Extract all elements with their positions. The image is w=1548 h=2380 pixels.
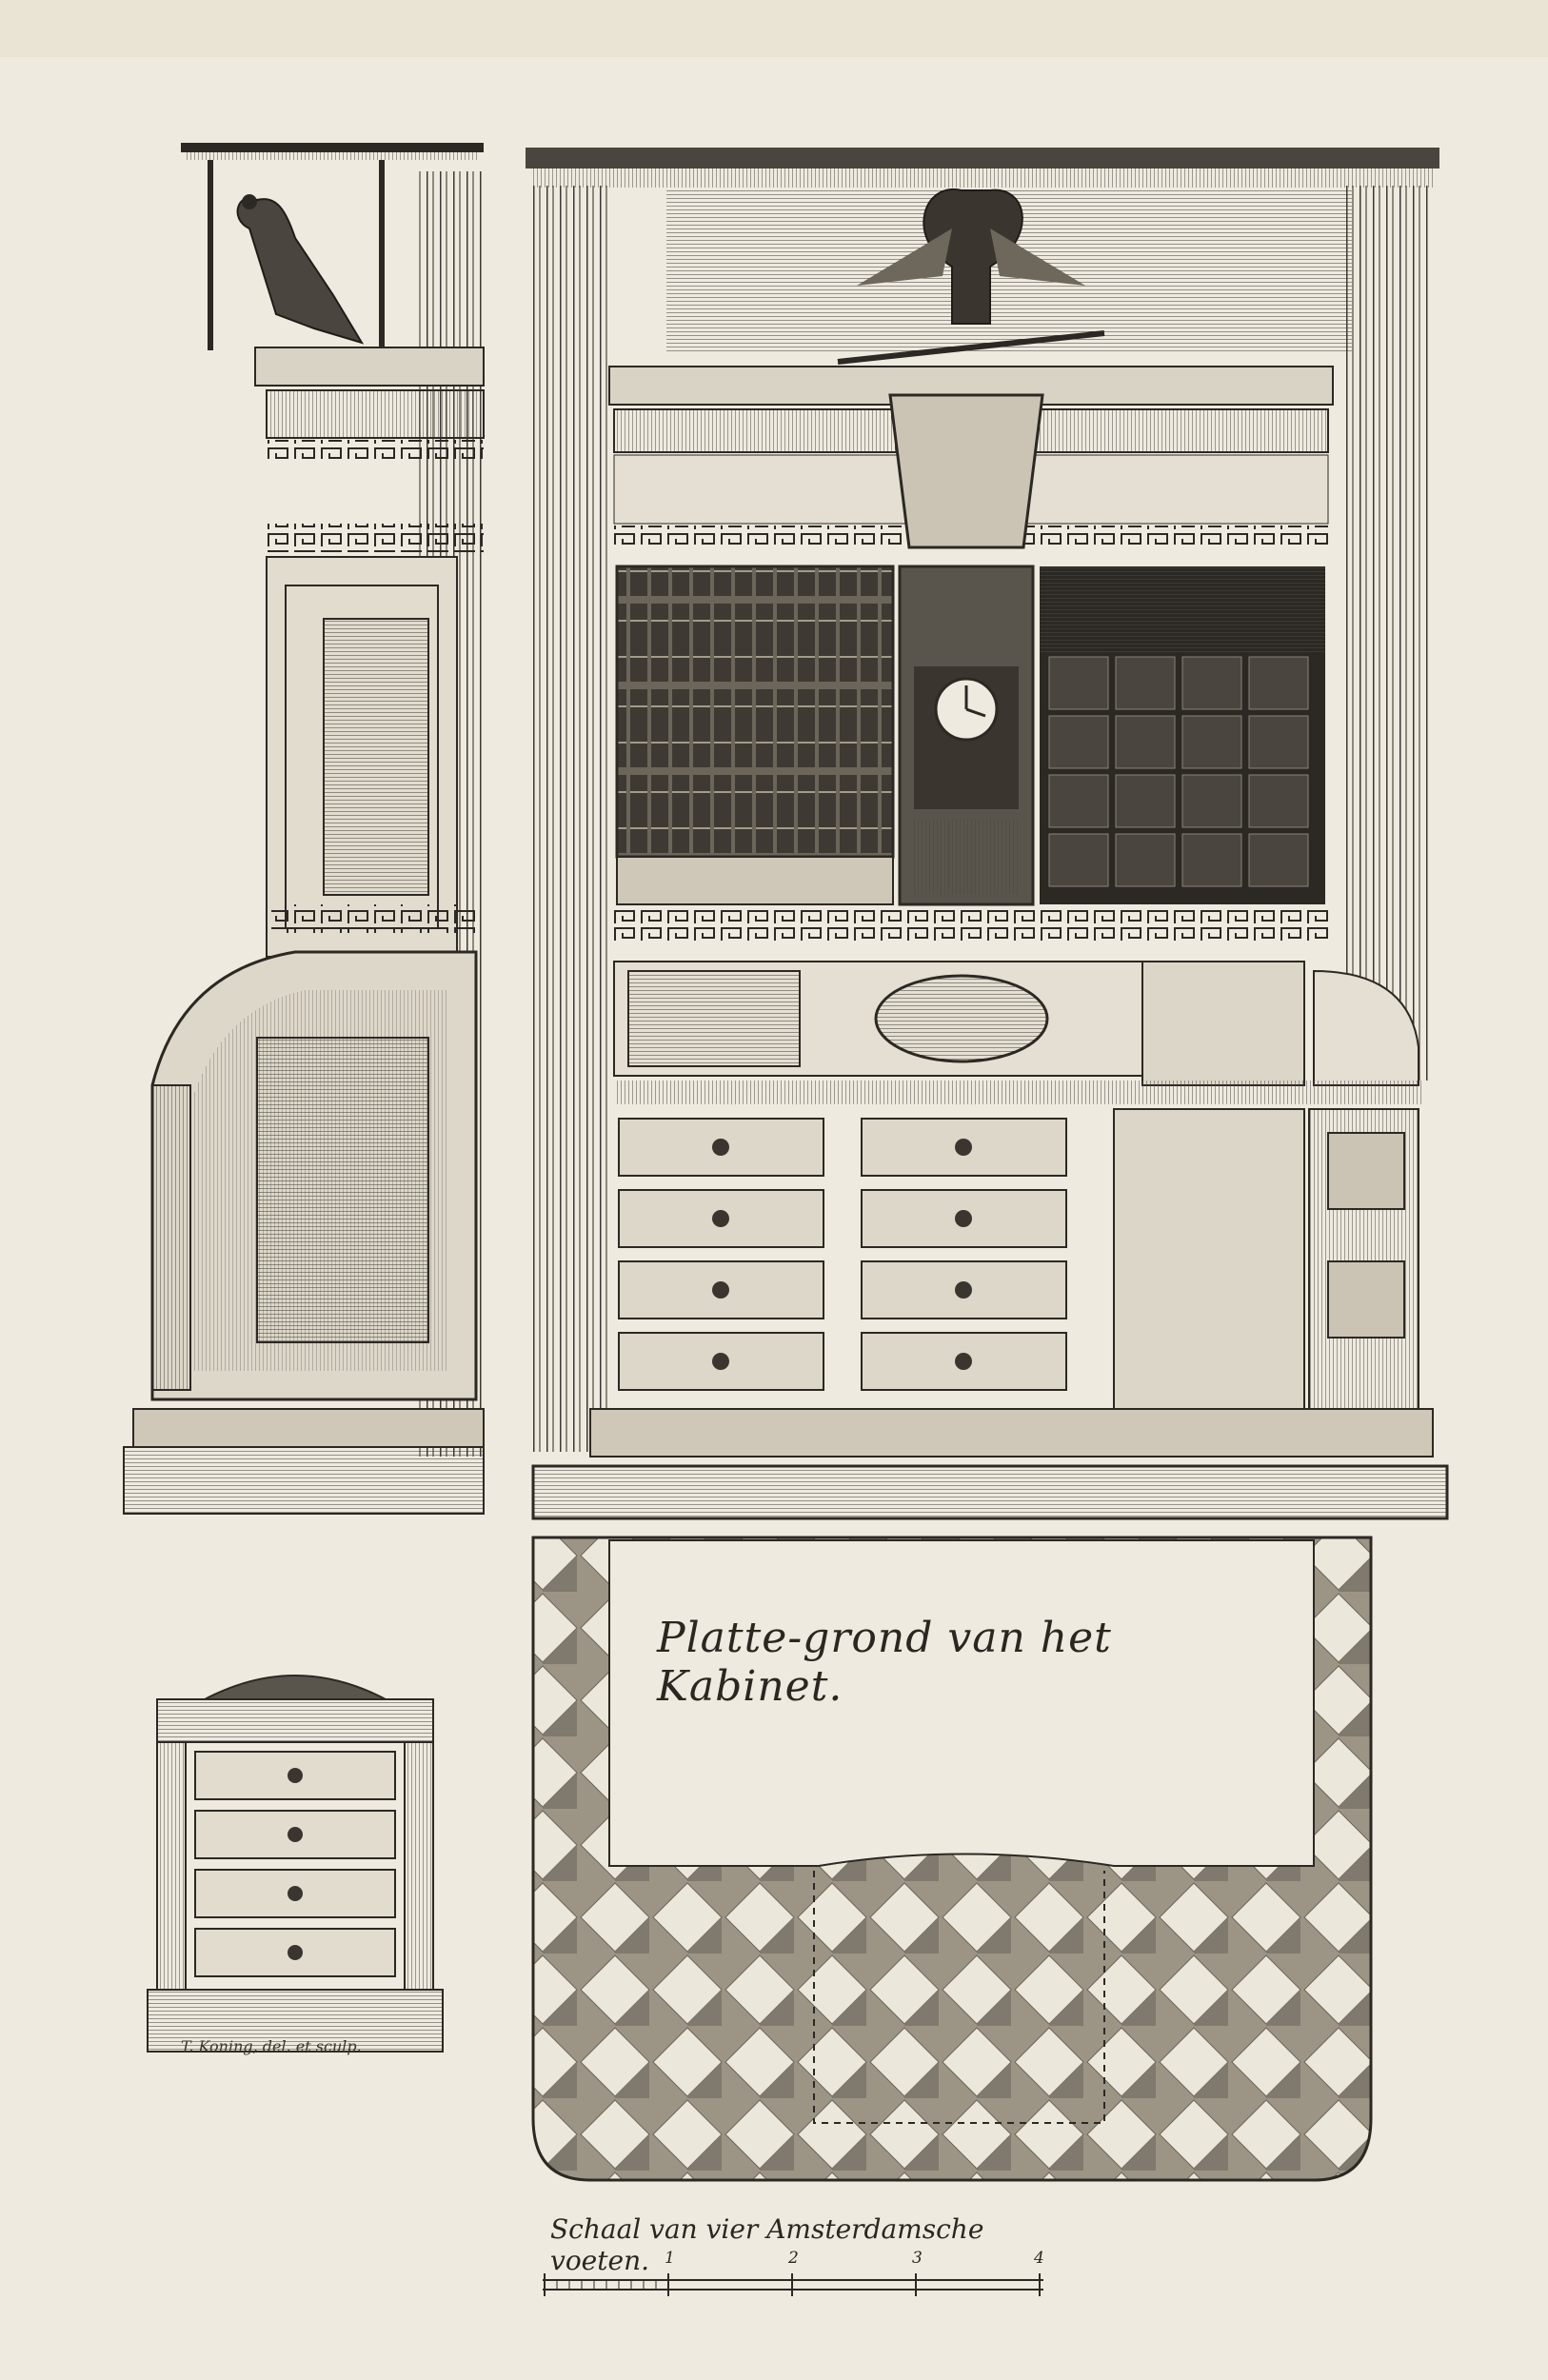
scale-tick-label-2: 2 (788, 2249, 799, 2268)
pigeonhole-cell (1115, 656, 1176, 710)
pigeonhole-cell (1048, 774, 1109, 828)
pigeonhole-cells (1048, 656, 1309, 887)
pigeonhole-cell (1181, 833, 1242, 887)
drawer-handle (712, 1139, 729, 1156)
pigeonhole-cell (1181, 774, 1242, 828)
scale-caption: Schaal van vier Amsterdamsche voeten. (550, 2213, 984, 2276)
pigeonhole-cell (1248, 774, 1309, 828)
small-drawer-handle (288, 1945, 303, 1960)
small-drawer-handle (288, 1827, 303, 1842)
floor-plan-title: Platte-grond van het Kabinet. (657, 1614, 1112, 1711)
small-drawer-handle (288, 1886, 303, 1901)
drawer-handle (955, 1353, 972, 1370)
drawer-handle (955, 1210, 972, 1227)
pigeonhole-cell (1048, 833, 1109, 887)
drawer-stack (618, 1118, 1067, 1391)
pigeonhole-cell (1181, 715, 1242, 769)
pigeonhole-cell (1248, 833, 1309, 887)
drawer-handle (955, 1139, 972, 1156)
front-elevation (526, 148, 1449, 1520)
scale-tick-label-4: 4 (1034, 2249, 1044, 2268)
pigeonhole-cell (1181, 656, 1242, 710)
small-chest (147, 1675, 444, 2053)
keystone-panel (888, 393, 1044, 549)
pigeonhole-cell (1115, 715, 1176, 769)
pigeonhole-cell (1115, 833, 1176, 887)
pigeonhole-cell (1048, 715, 1109, 769)
drawer-handle (712, 1210, 729, 1227)
medallion-panel (874, 974, 1049, 1063)
paper-edge-top (0, 0, 1548, 57)
scale-tick-label-3: 3 (912, 2249, 923, 2268)
drawer-handle (712, 1353, 729, 1370)
bookshelf (615, 565, 895, 859)
left-curtain (529, 186, 611, 1452)
engraver-signature: T. Koning, del. et sculp. (181, 2037, 362, 2055)
eagle-ornament-side (236, 194, 365, 345)
pigeonhole-cell (1048, 656, 1109, 710)
pigeonhole-cell (1248, 656, 1309, 710)
pigeonhole-cell (1248, 715, 1309, 769)
right-curtain (1342, 186, 1430, 1081)
pigeonhole-cell (1115, 774, 1176, 828)
eagle-ornament-front (837, 188, 1105, 365)
drawer-handle (955, 1281, 972, 1299)
side-elevation (123, 143, 485, 1515)
drawer-handle (712, 1281, 729, 1299)
small-drawer-front (194, 1810, 396, 1859)
scale-tick-label-1: 1 (665, 2249, 675, 2268)
urn-panel (627, 970, 801, 1067)
small-drawer-handle (288, 1768, 303, 1783)
clock (898, 565, 1035, 906)
floor-plan (531, 1536, 1373, 2182)
small-chest-drawers (194, 1751, 396, 1977)
scale-bar (543, 2273, 1043, 2296)
